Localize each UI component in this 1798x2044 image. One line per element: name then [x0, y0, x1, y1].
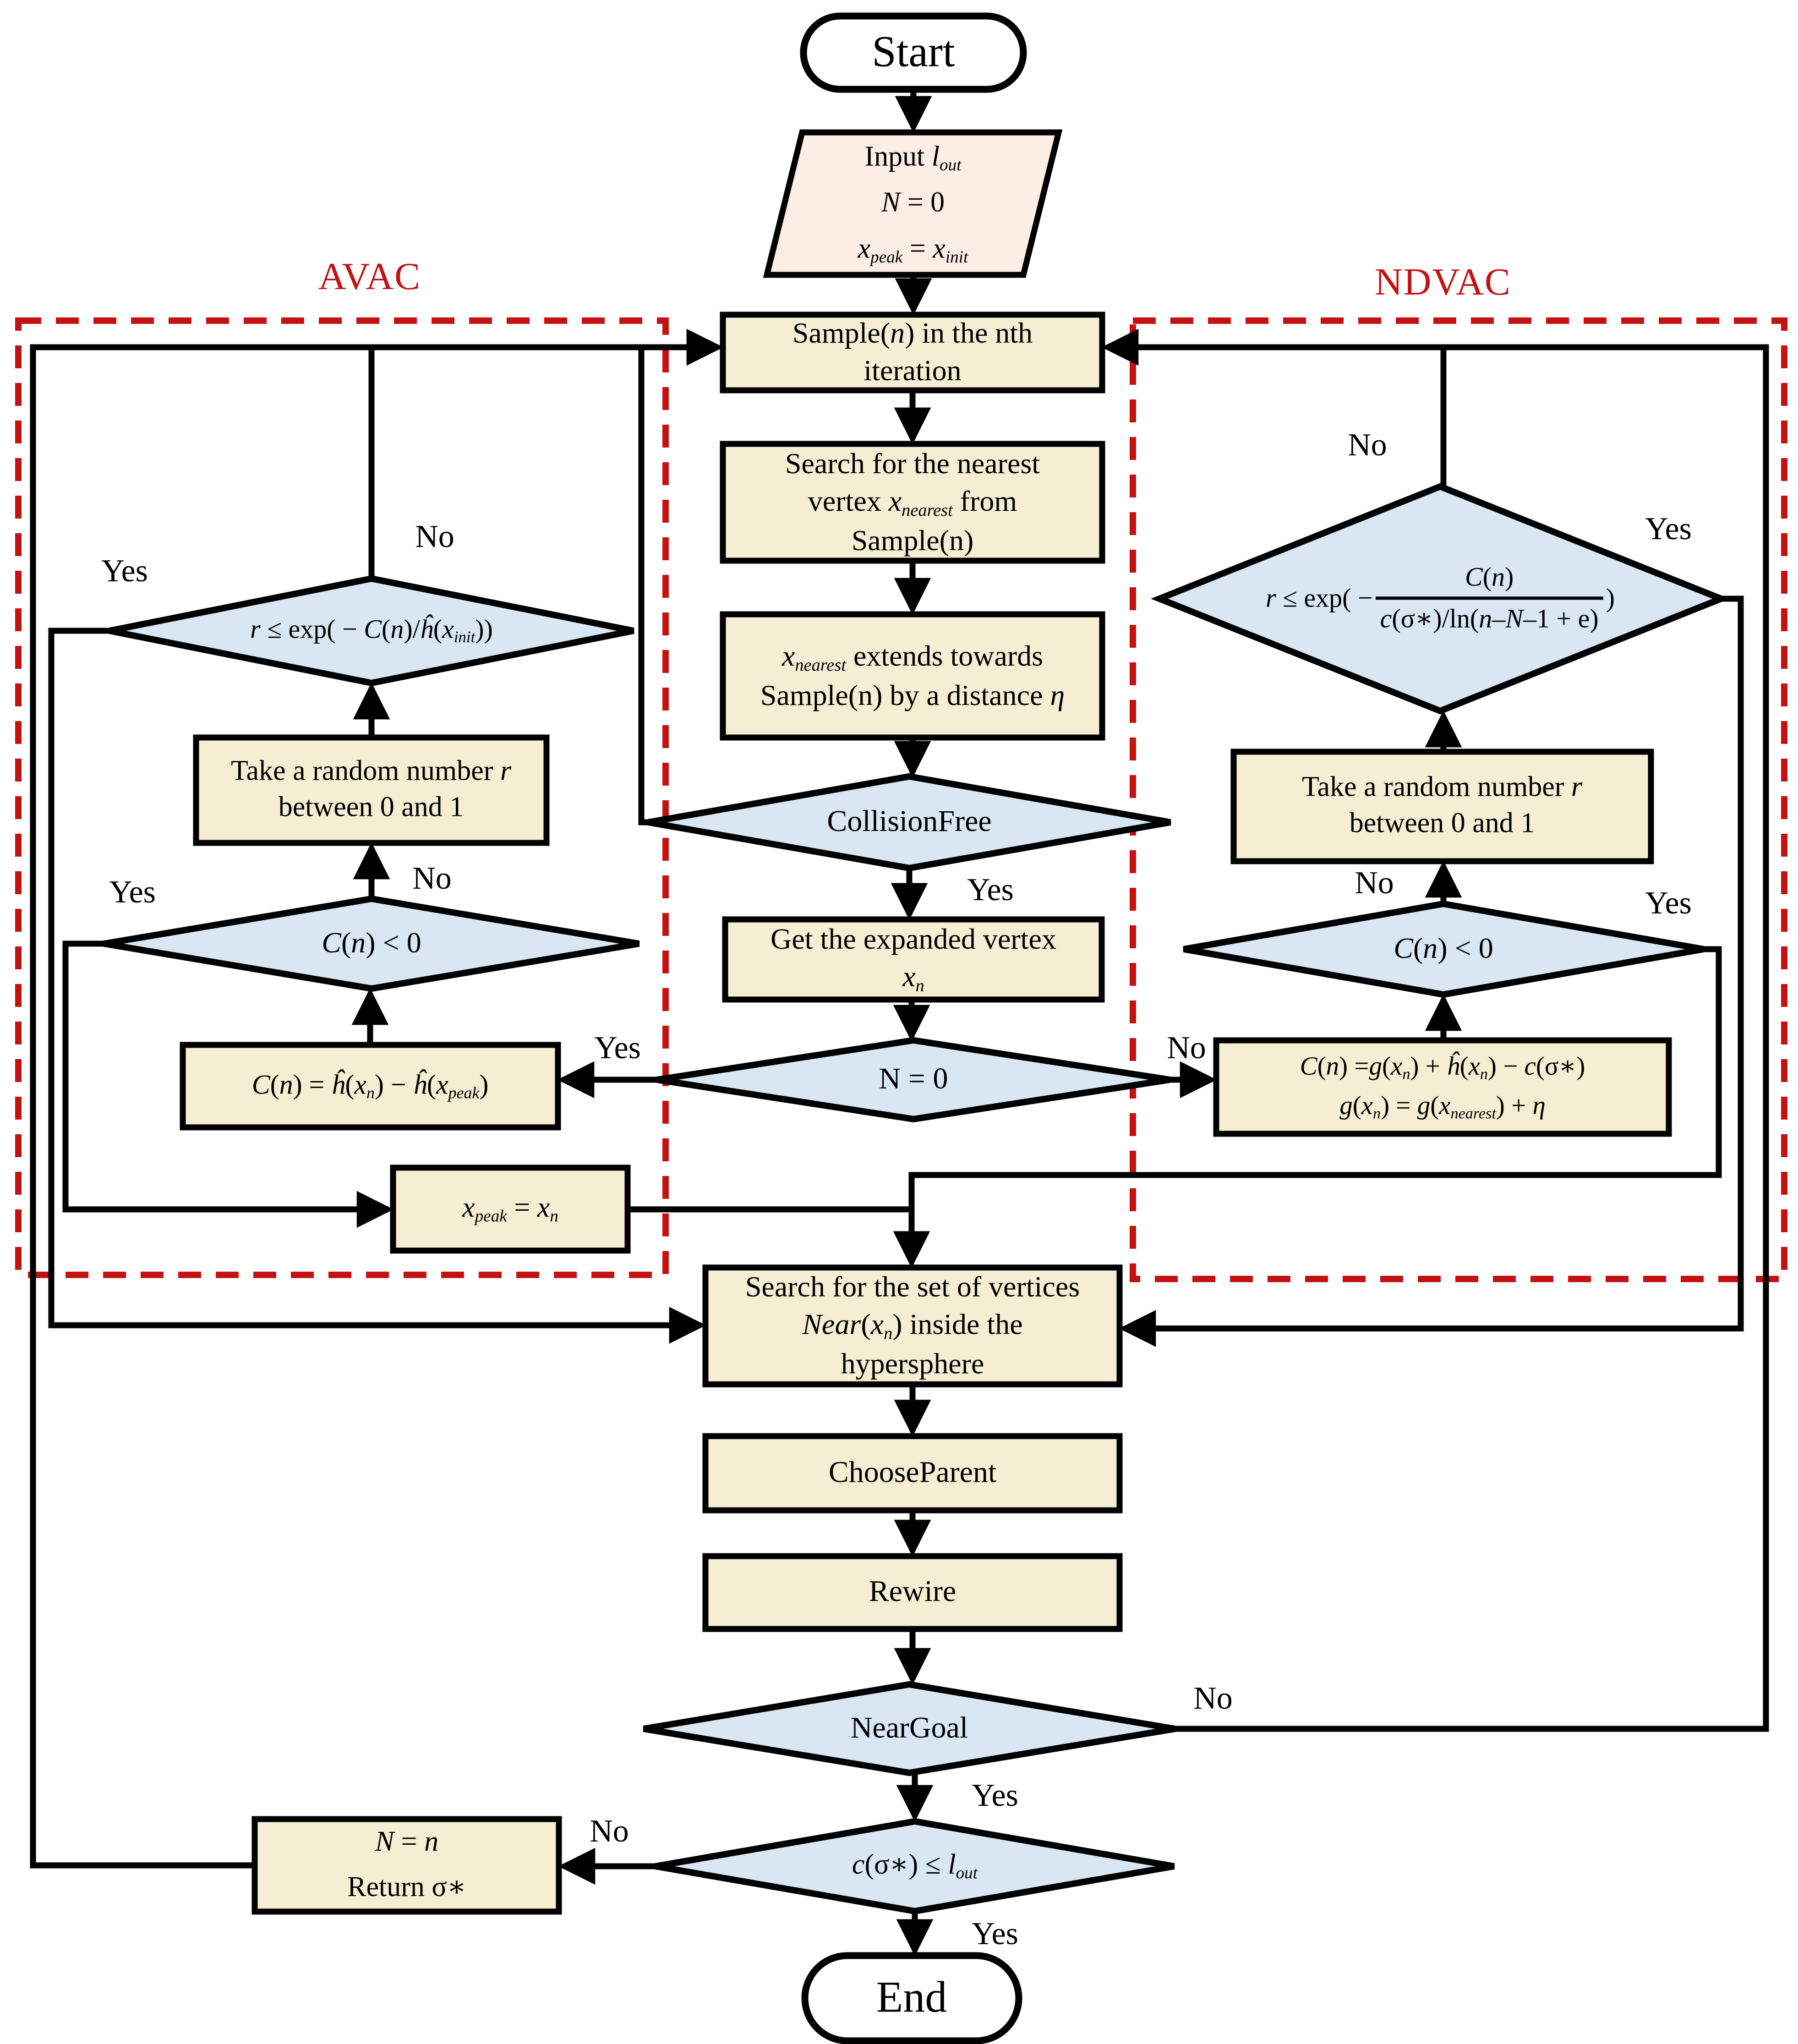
edge-avac-cltzero-yes: [62, 940, 394, 1228]
avac-decision-yes-label: Yes: [101, 553, 148, 589]
ndvac-decision-yes-label: Yes: [1645, 511, 1692, 547]
ndvac-cost-line-1: C(n) =g(xn) + ĥ(xn) − c(σ∗): [1300, 1052, 1585, 1083]
input-line-2: N = 0: [881, 186, 945, 218]
collision-free-diamond-label: CollisionFree: [827, 804, 992, 838]
ndvac-cltzero-diamond-label: C(n) < 0: [1394, 932, 1493, 965]
input-line-3: xpeak = xinit: [858, 233, 968, 267]
edge-avac-decision-yes: [48, 628, 706, 1344]
edge-neargoal-no-loop: [1101, 328, 1769, 1732]
ndvac-cltzero-diamond-shape: [1183, 900, 1705, 998]
ndvac-cost-box-shape: [1213, 1037, 1672, 1137]
flow-edges: [30, 89, 1769, 1957]
near-goal-no-label: No: [1193, 1681, 1233, 1716]
ndvac-decision-no-label: No: [1348, 427, 1387, 463]
return-line-2: Return σ∗: [347, 1871, 466, 1902]
cost-check-diamond-shape: [655, 1818, 1175, 1915]
n-zero-no-label: No: [1167, 1030, 1206, 1066]
ndvac-cltzero-yes-label: Yes: [1645, 885, 1692, 921]
rewire-box-shape: [702, 1553, 1123, 1632]
extend-box-shape: [720, 611, 1105, 741]
search-set-box-label: Search for the set of vertices Near(xn) …: [745, 1270, 1080, 1380]
end-terminator-label: End: [876, 1972, 947, 2022]
x-peak-box-shape: [390, 1164, 631, 1254]
avac-cltzero-diamond-label: C(n) < 0: [322, 926, 421, 959]
edge-outer-left-loop: [30, 328, 724, 1869]
ndvac-decision-numerator: C(n): [1375, 560, 1603, 600]
avac-cost-box-label: C(n) = ĥ(xn) − ĥ(xpeak): [251, 1069, 489, 1102]
ndvac-cost-box-label: C(n) =g(xn) + ĥ(xn) − c(σ∗) g(xn) = g(xn…: [1300, 1047, 1585, 1126]
cost-check-diamond-label: c(σ∗) ≤ lout: [852, 1848, 978, 1883]
collision-free-yes-label: Yes: [967, 872, 1014, 908]
input-io-shape: [763, 129, 1063, 278]
ndvac-decision-fraction: C(n)c(σ∗)/ln(n–N–1 + e): [1375, 560, 1603, 635]
search-nearest-box-label: Search for the nearest vertex xnearest f…: [785, 447, 1040, 557]
input-io-label: Input lout N = 0 xpeak = xinit: [858, 133, 968, 271]
get-expanded-box-shape: [722, 916, 1105, 1003]
ndvac-decision-denominator: c(σ∗)/ln(n–N–1 + e): [1380, 603, 1599, 634]
edge-ndvac-decision-yes: [1119, 596, 1744, 1347]
ndvac-region-border: [1130, 317, 1787, 1282]
n-zero-yes-label: Yes: [594, 1030, 641, 1066]
search-set-box-shape: [702, 1264, 1123, 1388]
return-line-1: N = n: [375, 1825, 439, 1857]
avac-take-random-box-shape: [193, 734, 550, 846]
sample-box-label: Sample(n) in the nth iteration: [792, 317, 1033, 387]
x-peak-box-label: xpeak = xn: [462, 1191, 558, 1226]
ndvac-cost-line-2: g(xn) = g(xnearest) + η: [1339, 1091, 1546, 1122]
choose-parent-box-shape: [702, 1433, 1123, 1514]
process-boxes: [180, 312, 1672, 1915]
avac-decision-diamond-shape: [109, 575, 634, 687]
cost-check-no-label: No: [590, 1814, 629, 1849]
get-expanded-box-label: Get the expanded vertex xn: [771, 923, 1056, 995]
start-terminator-shape: [800, 12, 1027, 93]
ndvac-take-random-box-label: Take a random number r between 0 and 1: [1301, 771, 1583, 839]
sample-box-shape: [720, 312, 1105, 393]
avac-decision-no-label: No: [415, 519, 454, 555]
extend-box-label: xnearest extends towards Sample(n) by a …: [760, 639, 1065, 711]
end-terminator-shape: [801, 1952, 1022, 2044]
cost-check-yes-label: Yes: [972, 1916, 1018, 1952]
ndvac-decision-prefix: r ≤ exp( −: [1265, 582, 1373, 612]
n-zero-diamond-label: N = 0: [879, 1061, 948, 1095]
ndvac-decision-suffix: ): [1606, 582, 1615, 612]
return-box-label: N = n Return σ∗: [347, 1819, 466, 1910]
edge-collisionfree-no-up: [638, 347, 648, 825]
avac-cltzero-no-label: No: [412, 861, 452, 896]
ndvac-decision-diamond-label: r ≤ exp( − C(n)c(σ∗)/ln(n–N–1 + e)): [1165, 560, 1715, 635]
ndvac-region-title: NDVAC: [1375, 261, 1511, 304]
collision-free-diamond-shape: [647, 773, 1171, 872]
n-zero-diamond-shape: [656, 1037, 1171, 1123]
input-line-1: Input lout: [864, 141, 962, 175]
avac-region-title: AVAC: [318, 255, 421, 298]
avac-take-random-box-label: Take a random number r between 0 and 1: [230, 755, 512, 823]
ndvac-take-random-box-shape: [1230, 749, 1654, 864]
choose-parent-box-label: ChooseParent: [828, 1455, 997, 1489]
ndvac-cltzero-no-label: No: [1355, 865, 1394, 901]
avac-cltzero-diamond-shape: [103, 895, 640, 992]
near-goal-diamond-shape: [643, 1681, 1176, 1776]
edge-ndvac-cltzero-yes: [893, 946, 1722, 1268]
avac-cltzero-yes-label: Yes: [109, 874, 156, 910]
avac-decision-diamond-label: r ≤ exp( − C(n)/ĥ(xinit)): [250, 614, 493, 646]
avac-region-border: [15, 317, 669, 1278]
rewire-box-label: Rewire: [869, 1574, 956, 1608]
return-box-shape: [251, 1816, 562, 1915]
near-goal-diamond-label: NearGoal: [850, 1711, 968, 1744]
avac-cost-box-shape: [180, 1042, 561, 1131]
start-terminator-label: Start: [872, 27, 955, 76]
search-nearest-box-shape: [720, 441, 1105, 564]
near-goal-yes-label: Yes: [972, 1778, 1018, 1814]
